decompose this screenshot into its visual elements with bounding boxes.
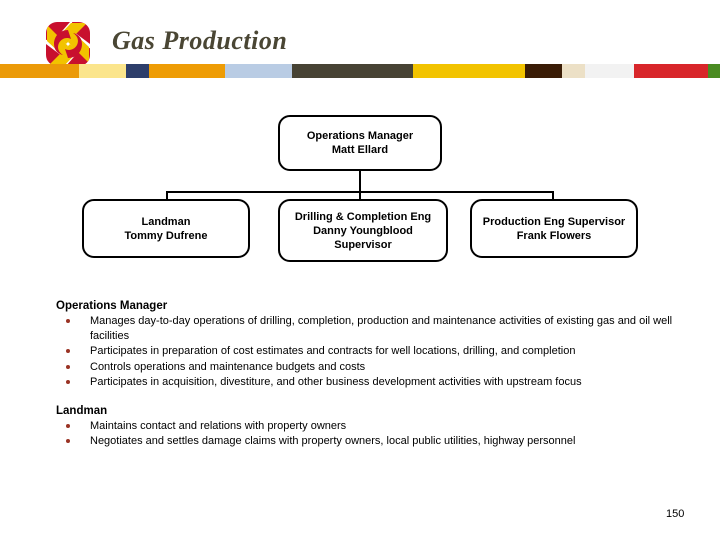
list-item: Participates in preparation of cost esti… bbox=[56, 344, 676, 359]
color-bar-segment-orange-2 bbox=[149, 64, 225, 78]
node-line: Frank Flowers bbox=[516, 229, 592, 242]
pinwheel-logo-icon bbox=[44, 20, 92, 68]
bullet-dot-icon bbox=[66, 319, 70, 323]
slide-header: Gas Production bbox=[0, 0, 720, 80]
node-line: Operations Manager bbox=[306, 130, 414, 142]
color-bar-segment-off-white bbox=[584, 64, 634, 78]
section-spacer bbox=[56, 391, 676, 405]
page-title: Gas Production bbox=[112, 26, 288, 55]
connector-trunk bbox=[166, 191, 554, 193]
bullet-dot-icon bbox=[66, 364, 70, 369]
list-item: Participates in acquisition, divestiture… bbox=[56, 375, 676, 390]
node-line: Supervisor bbox=[334, 238, 392, 251]
list-item: Negotiates and settles damage claims wit… bbox=[56, 434, 676, 449]
bullet-list: Maintains contact and relations with pro… bbox=[56, 419, 676, 449]
node-line: Drilling & Completion Eng bbox=[294, 210, 432, 223]
list-item-text: Manages day-to-day operations of drillin… bbox=[90, 315, 673, 342]
list-item: Controls operations and maintenance budg… bbox=[56, 360, 676, 375]
list-item-text: Maintains contact and relations with pro… bbox=[90, 419, 347, 432]
color-bar-segment-gold bbox=[412, 64, 526, 78]
list-item-text: Controls operations and maintenance budg… bbox=[90, 360, 366, 373]
list-item: Manages day-to-day operations of drillin… bbox=[56, 314, 676, 343]
color-bar-segment-red bbox=[633, 64, 708, 78]
color-bar-segment-pale-yellow bbox=[79, 64, 127, 78]
color-bar-segment-cream bbox=[561, 64, 585, 78]
node-line: Production Eng Supervisor bbox=[482, 215, 626, 228]
list-item: Maintains contact and relations with pro… bbox=[56, 419, 676, 434]
node-line: Matt Ellard bbox=[331, 144, 389, 156]
bullet-dot-icon bbox=[66, 439, 70, 443]
color-bar-segment-dark-brown bbox=[525, 64, 562, 78]
page-number: 150 bbox=[666, 508, 685, 520]
color-bar-segment-navy bbox=[126, 64, 150, 78]
node-line: Danny Youngblood bbox=[313, 224, 413, 237]
color-bar-segment-green bbox=[707, 64, 720, 78]
color-bar-segment-light-blue bbox=[224, 64, 292, 78]
node-line: Tommy Dufrene bbox=[124, 229, 208, 242]
color-bar-segment-dark-olive bbox=[291, 64, 413, 78]
list-item-text: Participates in acquisition, divestiture… bbox=[90, 376, 582, 388]
section-heading: Landman bbox=[56, 404, 108, 417]
node-line: Landman bbox=[141, 215, 191, 228]
section-heading: Operations Manager bbox=[56, 300, 168, 312]
bullet-dot-icon bbox=[66, 380, 70, 384]
color-bar-segment-orange bbox=[0, 64, 80, 78]
bullet-dot-icon bbox=[66, 349, 70, 353]
list-item-text: Participates in preparation of cost esti… bbox=[90, 345, 576, 357]
bullet-dot-icon bbox=[66, 423, 70, 428]
list-item-text: Negotiates and settles damage claims wit… bbox=[90, 435, 576, 447]
bullet-list: Manages day-to-day operations of drillin… bbox=[56, 314, 676, 390]
connector-ops-down bbox=[359, 171, 361, 193]
decorative-color-bar bbox=[0, 64, 720, 78]
